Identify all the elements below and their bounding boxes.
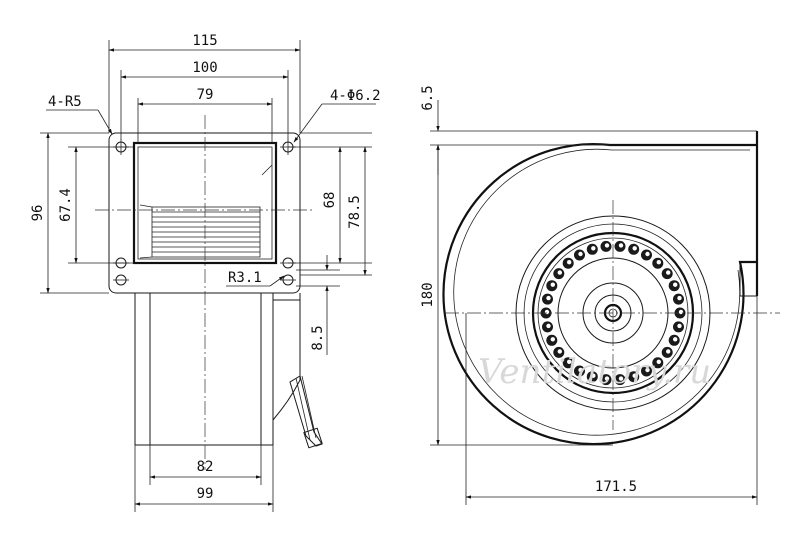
blade-hole-highlight: [546, 323, 551, 329]
dim-67-4: 67.4: [58, 188, 74, 222]
blade-hole-highlight: [678, 309, 684, 315]
blade-hole-highlight: [618, 243, 624, 248]
blade-hole-highlight: [567, 260, 572, 265]
dim-corner-radius: 4-R5: [48, 94, 82, 110]
watermark: Ventilatory.ru: [478, 352, 711, 392]
dim-100: 100: [192, 60, 217, 76]
blade-hole-highlight: [546, 295, 551, 301]
blade-hole-highlight: [677, 295, 682, 301]
blade-hole-highlight: [645, 367, 650, 373]
dim-8-5: 8.5: [310, 325, 326, 350]
blade-hole-highlight: [591, 246, 596, 251]
flange-plate: [108, 132, 301, 294]
dim-115: 115: [192, 33, 217, 49]
dim-68: 68: [322, 192, 338, 209]
blade-hole-highlight: [656, 359, 661, 364]
dim-96: 96: [30, 205, 46, 222]
dim-r3-1: R3.1: [228, 270, 262, 286]
front-view: 115 100 79 4-R5 4-Φ6.2 96 67.4 68: [30, 33, 381, 512]
scroll-housing: [442, 143, 757, 446]
dim-78-5: 78.5: [347, 195, 363, 229]
dim-6-5: 6.5: [420, 85, 436, 110]
blade-hole-highlight: [550, 337, 555, 342]
blade-hole-highlight: [557, 349, 562, 354]
side-view: 6.5 180 171.5: [420, 85, 780, 505]
blade-hole-highlight: [677, 323, 682, 329]
blade-hole-highlight: [578, 251, 583, 257]
blade-hole-highlight: [591, 373, 596, 378]
blade-hole-highlight: [618, 376, 624, 381]
blade-hole-highlight: [578, 367, 583, 373]
housing-body: [134, 293, 301, 446]
blade-hole-highlight: [604, 243, 610, 248]
dim-171-5: 171.5: [595, 479, 637, 495]
blade-hole-highlight: [673, 337, 678, 342]
blade-hole-highlight: [567, 359, 572, 364]
dim-180: 180: [420, 282, 436, 307]
blade-hole-highlight: [550, 282, 555, 287]
blade-hole-highlight: [673, 282, 678, 287]
dim-holes: 4-Φ6.2: [330, 88, 381, 104]
blade-hole-highlight: [645, 251, 650, 257]
blade-hole-highlight: [666, 349, 671, 354]
dim-99: 99: [197, 486, 214, 502]
blade-hole-highlight: [557, 270, 562, 275]
blade-hole-highlight: [632, 373, 637, 378]
dim-79: 79: [197, 87, 214, 103]
impeller-blade-ring: [540, 240, 686, 386]
impeller-blades-front: [139, 204, 261, 259]
blade-hole-highlight: [666, 270, 671, 275]
blade-hole-highlight: [656, 260, 661, 265]
blade-hole-highlight: [544, 309, 550, 315]
power-cable: [289, 375, 323, 449]
blade-hole-highlight: [604, 376, 610, 381]
blade-hole-highlight: [632, 246, 637, 251]
dim-82: 82: [197, 459, 214, 475]
